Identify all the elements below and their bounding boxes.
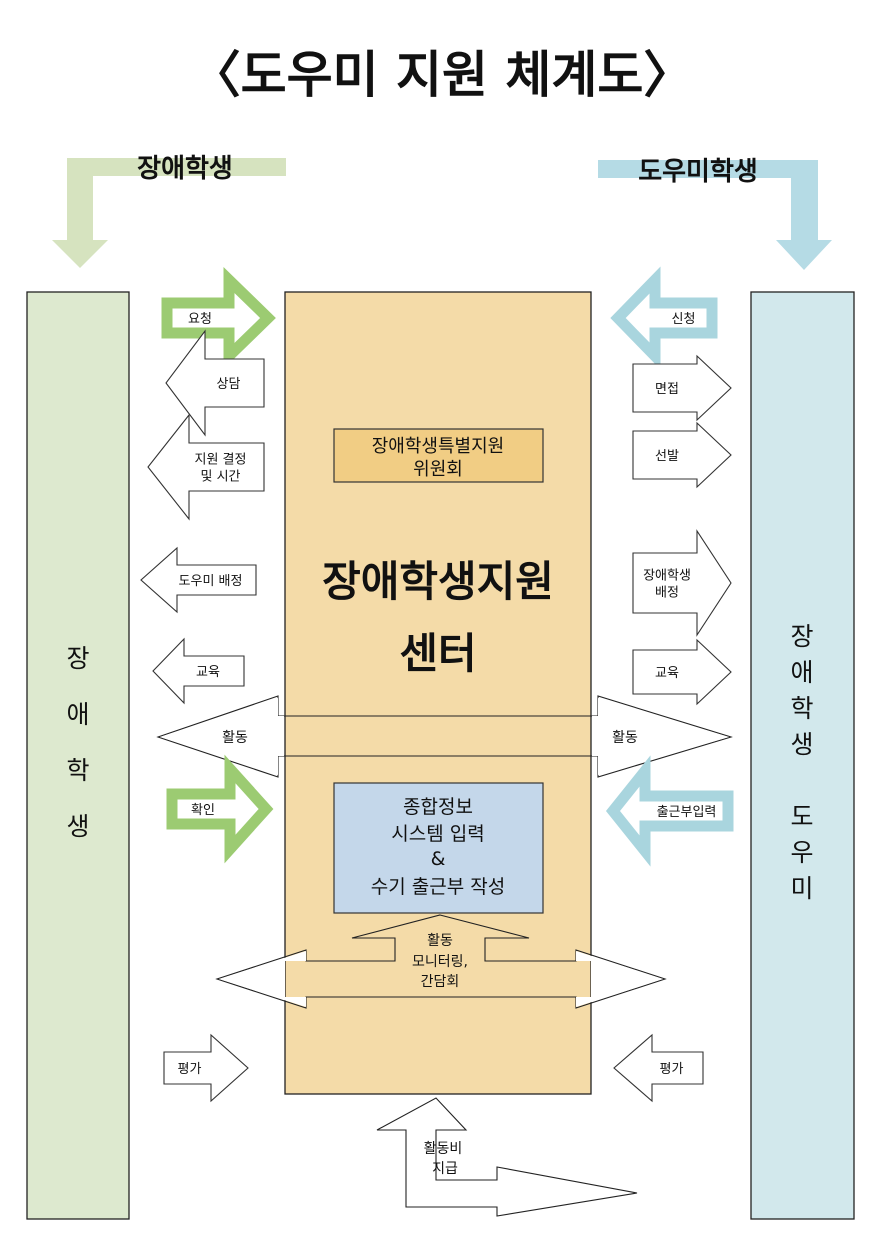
student-column-label: 장애학생 bbox=[66, 644, 89, 841]
student-top-label: 장애학생 bbox=[137, 154, 233, 184]
helper-arrow-6-label-0: 평가 bbox=[660, 1062, 684, 1077]
helper-arrow-1: 면접 bbox=[632, 354, 732, 422]
student-arrow-6: 평가 bbox=[163, 1033, 249, 1103]
student-arrow-3: 도우미 배정 bbox=[140, 546, 257, 614]
helper-arrow-3-label-1: 배정 bbox=[655, 586, 679, 601]
helper-arrow-3-shape bbox=[632, 529, 732, 637]
student-arrow-5-label-0: 확인 bbox=[191, 803, 215, 818]
monitoring-arrow bbox=[215, 914, 667, 1009]
payment-arrow bbox=[376, 1097, 638, 1217]
helper-col-char-6: 우 bbox=[790, 838, 813, 867]
student-arrow-5: 확인 bbox=[166, 754, 274, 864]
helper-col-char-3: 생 bbox=[790, 730, 813, 759]
activity-label-left: 활동 bbox=[222, 730, 248, 746]
helper-arrow-4: 교육 bbox=[632, 638, 732, 706]
student-arrow-5-shape bbox=[166, 754, 274, 864]
student-arrow-6-label-0: 평가 bbox=[178, 1062, 202, 1077]
payment-label-2: 지급 bbox=[432, 1161, 458, 1177]
student-entry-arrow-shape bbox=[52, 158, 286, 268]
support-center-box bbox=[284, 291, 592, 1095]
monitoring-label-1: 활동 bbox=[427, 933, 453, 949]
activity-arrow-left-head bbox=[160, 698, 284, 775]
helper-arrow-5-label-0: 출근부입력 bbox=[657, 805, 717, 820]
student-arrow-2: 지원 결정및 시간 bbox=[147, 413, 265, 521]
student-col-char-0: 장 bbox=[66, 644, 89, 673]
student-arrow-6-shape bbox=[163, 1033, 249, 1103]
helper-entry-arrow: 도우미학생 bbox=[598, 157, 832, 270]
helper-arrow-1-shape bbox=[632, 354, 732, 422]
center-name-line-2: 센터 bbox=[399, 629, 476, 678]
student-arrow-3-label-0: 도우미 배정 bbox=[179, 574, 243, 589]
student-arrow-1: 상담 bbox=[165, 329, 265, 437]
helper-arrow-0-label-0: 신청 bbox=[672, 312, 696, 327]
student-arrow-2-shape bbox=[147, 413, 265, 521]
helper-arrow-0-shape bbox=[610, 266, 718, 370]
student-column bbox=[26, 291, 130, 1220]
helper-col-char-2: 학 bbox=[790, 694, 813, 723]
student-arrow-1-label-0: 상담 bbox=[217, 377, 241, 392]
committee-line-2: 위원회 bbox=[413, 459, 463, 480]
student-arrow-0-label-0: 요청 bbox=[188, 312, 212, 327]
helper-col-char-5: 도 bbox=[790, 802, 813, 831]
helper-arrow-5-shape bbox=[605, 755, 734, 867]
helper-arrow-6-shape bbox=[613, 1033, 704, 1103]
payment-label-1: 활동비 bbox=[424, 1141, 463, 1157]
student-arrow-4-label-0: 교육 bbox=[196, 665, 220, 680]
activity-label-right: 활동 bbox=[612, 730, 638, 746]
student-arrow-0-shape bbox=[161, 266, 276, 370]
monitoring-label-2: 모니터링, bbox=[412, 954, 468, 970]
helper-col-char-1: 애 bbox=[790, 658, 813, 687]
student-arrow-2-label-1: 및 시간 bbox=[200, 470, 240, 485]
student-col-char-1: 애 bbox=[66, 700, 89, 729]
student-arrow-1-shape bbox=[165, 329, 265, 437]
info-line-1: 종합정보 bbox=[403, 796, 473, 818]
helper-arrow-3-label-0: 장애학생 bbox=[643, 569, 691, 584]
helper-arrow-2-label-0: 선발 bbox=[655, 449, 679, 464]
helper-arrow-1-label-0: 면접 bbox=[655, 382, 679, 397]
monitoring-arrow-left-head bbox=[219, 951, 306, 1007]
helper-entry-arrow-shape bbox=[598, 160, 832, 270]
student-entry-arrow: 장애학생 bbox=[52, 154, 286, 268]
helper-top-label: 도우미학생 bbox=[638, 157, 758, 187]
diagram-title: 〈도우미 지원 체계도〉 bbox=[191, 46, 694, 104]
info-line-3: & bbox=[431, 848, 446, 870]
student-arrow-4-shape bbox=[152, 637, 245, 705]
helper-arrow-4-label-0: 교육 bbox=[655, 666, 679, 681]
helper-col-char-0: 장 bbox=[790, 622, 813, 651]
committee-line-1: 장애학생특별지원 bbox=[372, 436, 504, 457]
helper-arrow-2: 선발 bbox=[632, 421, 732, 489]
helper-column bbox=[750, 291, 855, 1220]
helper-arrow-6: 평가 bbox=[613, 1033, 704, 1103]
center-name-line-1: 장애학생지원 bbox=[322, 557, 554, 606]
committee-box bbox=[333, 428, 544, 483]
helper-arrow-5: 출근부입력 bbox=[605, 755, 734, 867]
monitoring-label-3: 간담회 bbox=[421, 974, 460, 990]
helper-arrow-2-shape bbox=[632, 421, 732, 489]
info-line-4: 수기 출근부 작성 bbox=[371, 876, 505, 898]
info-line-2: 시스템 입력 bbox=[391, 823, 484, 845]
student-arrow-0: 요청 bbox=[161, 266, 276, 370]
helper-col-char-7: 미 bbox=[790, 874, 813, 903]
monitoring-arrow-right-head bbox=[576, 951, 663, 1007]
student-arrow-3-shape bbox=[140, 546, 257, 614]
student-arrow-4: 교육 bbox=[152, 637, 245, 705]
helper-arrow-0: 신청 bbox=[610, 266, 718, 370]
student-col-char-3: 생 bbox=[66, 812, 89, 841]
helper-arrow-4-shape bbox=[632, 638, 732, 706]
student-col-char-2: 학 bbox=[66, 756, 89, 785]
activity-arrow-right-head bbox=[592, 698, 729, 775]
info-system-box bbox=[333, 782, 544, 914]
student-arrow-2-label-0: 지원 결정 bbox=[195, 453, 247, 468]
